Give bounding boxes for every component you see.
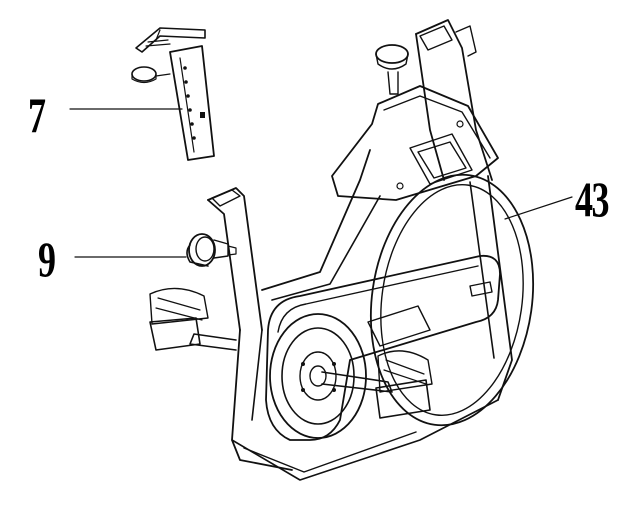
callout-label-7: 7 [28,87,46,143]
frame-body [149,19,535,481]
leader-line-43 [504,196,573,220]
callout-label-43: 43 [575,171,610,227]
adjustment-knob-part [186,233,237,267]
seat-post-part [131,27,215,161]
callout-label-9: 9 [38,231,56,287]
